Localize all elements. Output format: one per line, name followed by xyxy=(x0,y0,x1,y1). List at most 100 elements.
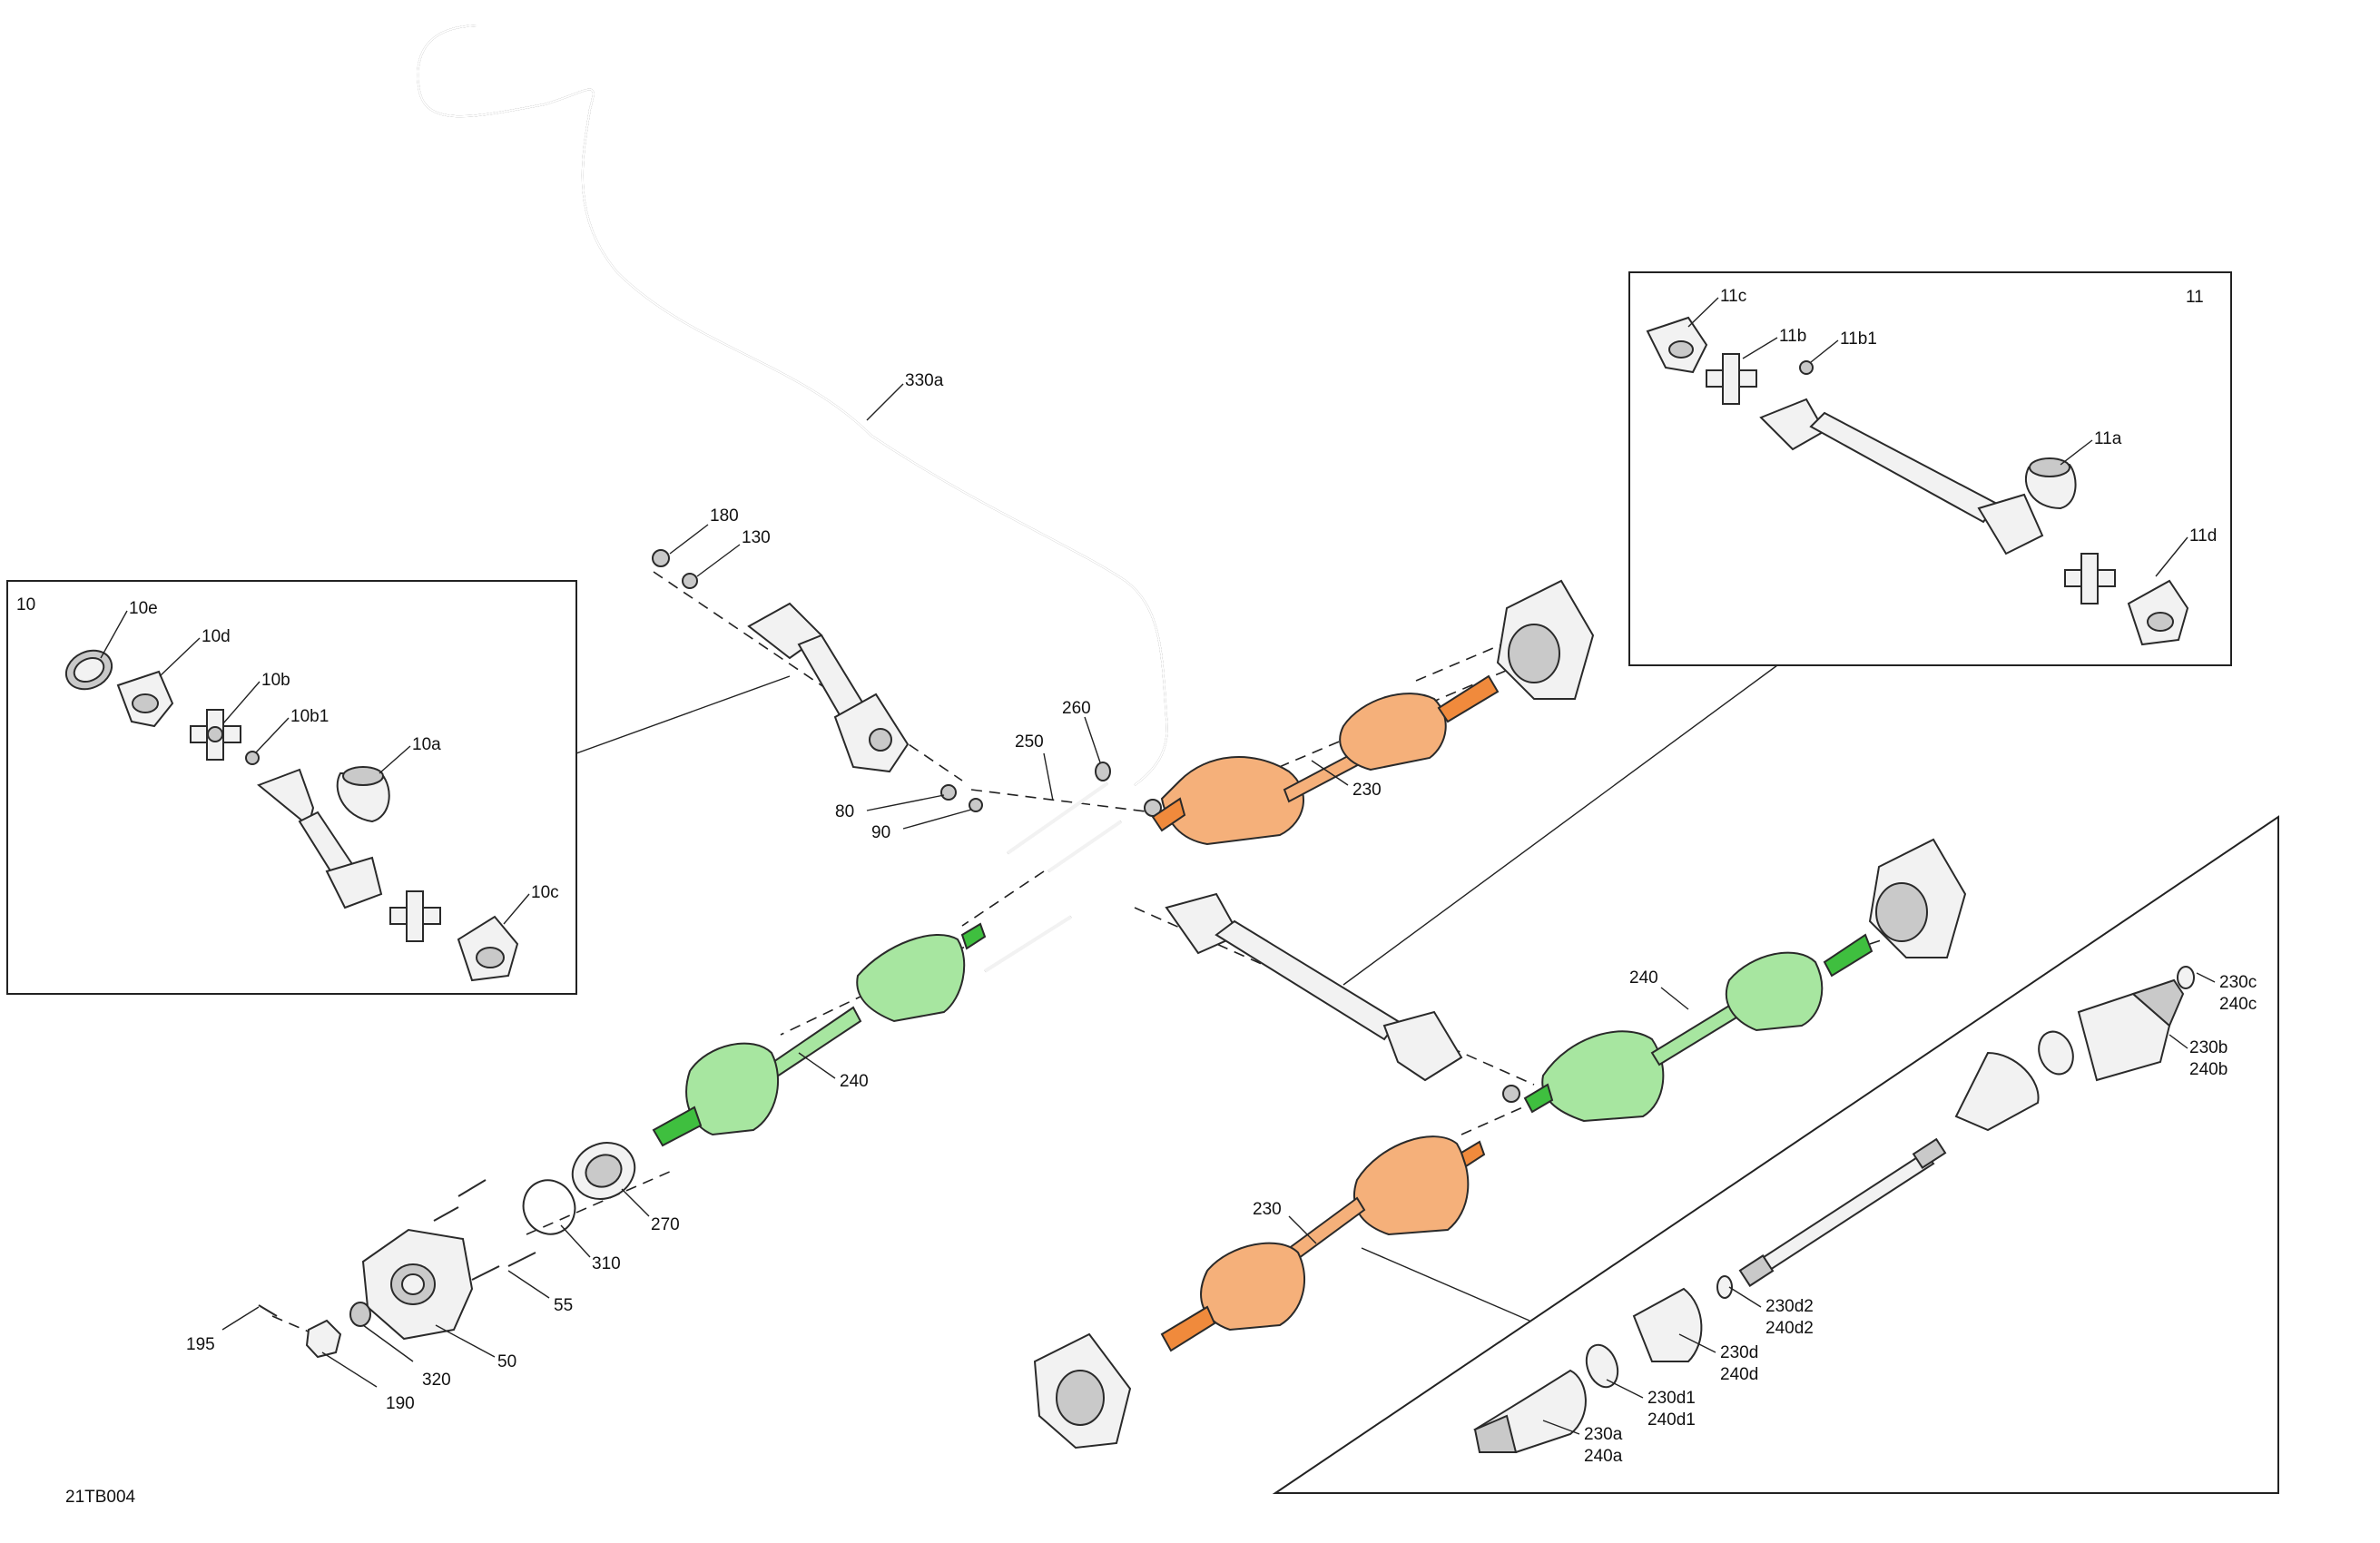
driveshaft-10[interactable] xyxy=(257,768,383,909)
drive-axle-240-right[interactable] xyxy=(1523,933,1874,1123)
inset-11: 11 11c 11b xyxy=(1342,271,2232,986)
yoke-11c[interactable] xyxy=(1646,316,1708,374)
wheel-hub-lower-left[interactable] xyxy=(1033,1332,1132,1450)
label-55: 55 xyxy=(554,1296,573,1315)
rear-propeller-shaft[interactable] xyxy=(1165,892,1463,1082)
grease-fitting-10b1[interactable] xyxy=(245,751,260,765)
stud-55-upper[interactable] xyxy=(457,1179,487,1197)
assembly-axes xyxy=(271,571,1898,1344)
label-230b: 230b xyxy=(2189,1038,2228,1057)
main-callouts: 180 130 330a 260 250 80 90 230 240 240 2… xyxy=(186,371,1689,1413)
cross-11b[interactable] xyxy=(1706,353,1757,405)
label-230d1: 230d1 xyxy=(1647,1389,1696,1408)
label-230c: 230c xyxy=(2219,973,2257,992)
wheel-hub-lower-right[interactable] xyxy=(1868,838,1967,958)
grease-fitting-11b1[interactable] xyxy=(1799,360,1814,375)
label-10c: 10c xyxy=(531,883,559,902)
clamp-d2[interactable] xyxy=(1716,1275,1733,1299)
yoke-11d[interactable] xyxy=(2127,579,2189,646)
bearing-270[interactable] xyxy=(564,1133,644,1209)
bolt-250[interactable] xyxy=(1006,781,1109,855)
label-80: 80 xyxy=(835,802,854,821)
label-260: 260 xyxy=(1062,699,1091,718)
label-230d: 230d xyxy=(1720,1343,1758,1362)
label-50: 50 xyxy=(497,1352,516,1371)
nut-80[interactable] xyxy=(940,784,957,801)
clamp-b[interactable] xyxy=(2033,1027,2079,1078)
label-240d1: 240d1 xyxy=(1647,1410,1696,1430)
brake-line-330a[interactable] xyxy=(417,25,1168,786)
cotter-pin-195[interactable] xyxy=(258,1304,278,1317)
label-330a: 330a xyxy=(905,371,944,390)
label-230a: 230a xyxy=(1584,1425,1623,1444)
stud-55-middle[interactable] xyxy=(433,1206,459,1222)
yoke-10d[interactable] xyxy=(116,670,174,728)
label-10d: 10d xyxy=(202,627,231,646)
label-240d2: 240d2 xyxy=(1765,1319,1814,1338)
cross-11b-lower[interactable] xyxy=(2064,553,2116,604)
label-11b: 11b xyxy=(1779,327,1806,346)
label-10e: 10e xyxy=(129,599,158,618)
circlip-c[interactable] xyxy=(2177,966,2195,989)
boot-11a[interactable] xyxy=(2024,457,2077,510)
label-11b1: 11b1 xyxy=(1840,329,1877,349)
seal-10e[interactable] xyxy=(60,644,118,696)
label-10a: 10a xyxy=(412,735,441,754)
nut-190[interactable] xyxy=(305,1319,342,1359)
label-10b: 10b xyxy=(261,671,290,690)
label-250: 250 xyxy=(1015,732,1044,752)
washer-320[interactable] xyxy=(349,1302,371,1327)
inset-10-title: 10 xyxy=(16,595,35,614)
label-230-lower: 230 xyxy=(1253,1200,1282,1219)
drive-axle-230-upper[interactable] xyxy=(1151,674,1500,846)
label-11a: 11a xyxy=(2094,429,2122,448)
washer-260[interactable] xyxy=(1095,762,1111,781)
yoke-10c[interactable] xyxy=(457,915,519,982)
cv-inner-joint-b[interactable] xyxy=(2077,978,2185,1082)
label-11d: 11d xyxy=(2189,526,2217,545)
label-230d2: 230d2 xyxy=(1765,1297,1814,1316)
drive-axle-230-lower[interactable] xyxy=(1160,1135,1486,1352)
label-240a: 240a xyxy=(1584,1447,1623,1466)
circlip-310[interactable] xyxy=(515,1172,584,1243)
label-190: 190 xyxy=(386,1394,415,1413)
label-130: 130 xyxy=(742,528,771,547)
nut-130[interactable] xyxy=(682,573,698,589)
wheel-hub-50[interactable] xyxy=(361,1228,474,1341)
label-10b1: 10b1 xyxy=(290,707,329,726)
label-310: 310 xyxy=(592,1254,621,1273)
nut-180[interactable] xyxy=(652,549,670,567)
label-230-upper: 230 xyxy=(1352,781,1382,800)
nut-right[interactable] xyxy=(1502,1085,1520,1103)
inset-11-title: 11 xyxy=(2186,288,2204,307)
label-240b: 240b xyxy=(2189,1060,2228,1079)
label-240c: 240c xyxy=(2219,995,2257,1014)
label-180: 180 xyxy=(710,506,739,526)
front-propeller-shaft[interactable] xyxy=(747,602,910,773)
boot-b[interactable] xyxy=(1954,1051,2040,1132)
cross-10b-lower[interactable] xyxy=(389,890,441,942)
bolt-lower[interactable] xyxy=(1047,820,1123,873)
bolt-left[interactable] xyxy=(983,915,1073,973)
cv-outer-joint-a[interactable] xyxy=(1473,1369,1587,1454)
wheel-hub-upper-right[interactable] xyxy=(1496,579,1595,700)
label-270: 270 xyxy=(651,1215,680,1234)
label-195: 195 xyxy=(186,1335,215,1354)
boot-d[interactable] xyxy=(1632,1287,1703,1362)
boot-10a[interactable] xyxy=(336,766,390,823)
stud-55-lower[interactable] xyxy=(471,1252,536,1281)
clamp-d1[interactable] xyxy=(1581,1341,1623,1391)
label-11c: 11c xyxy=(1720,287,1746,306)
label-320: 320 xyxy=(422,1371,451,1390)
inset-10: 10 xyxy=(6,580,791,995)
drive-axle-240-left[interactable] xyxy=(652,922,987,1147)
label-240-right: 240 xyxy=(1629,968,1658,988)
label-240-left: 240 xyxy=(840,1072,869,1091)
label-240d: 240d xyxy=(1720,1365,1758,1384)
cross-10b[interactable] xyxy=(190,709,241,761)
driveshaft-11[interactable] xyxy=(1759,398,2044,555)
label-90: 90 xyxy=(871,823,890,842)
washer-90[interactable] xyxy=(969,798,983,812)
cv-shaft[interactable] xyxy=(1738,1137,1947,1287)
